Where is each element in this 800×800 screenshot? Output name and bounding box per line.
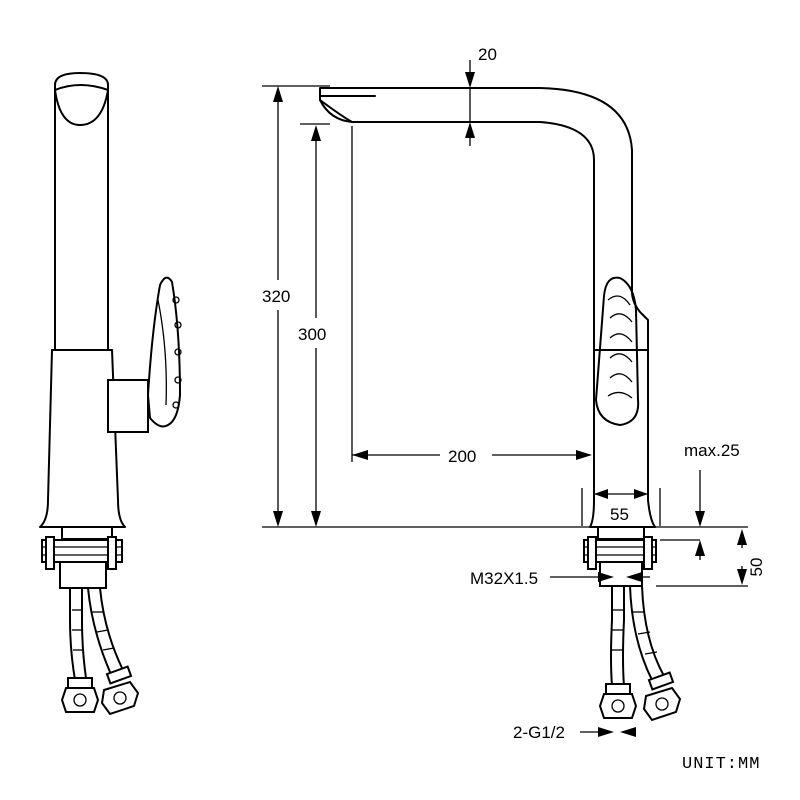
side-base-plate [61, 526, 113, 540]
dim-label-thread: M32X1.5 [470, 569, 538, 588]
dim-label-spout-height: 300 [298, 325, 326, 344]
dim-label-hose-thread: 2-G1/2 [513, 723, 565, 742]
front-base-plate [597, 526, 645, 540]
side-body-outline [39, 72, 126, 528]
unit-label: UNIT:MM [682, 755, 760, 774]
side-hose-nut-2 [100, 680, 140, 716]
dim-label-reach: 200 [448, 447, 476, 466]
front-hose-nut-2 [642, 686, 682, 722]
side-shank [59, 561, 107, 589]
dim-label-below-deck: 50 [747, 558, 766, 577]
side-cap [54, 84, 109, 126]
dim-label-base-diameter: 55 [610, 505, 629, 524]
side-handle-block [107, 379, 149, 433]
side-view [39, 72, 182, 716]
front-view [319, 87, 682, 722]
side-hose-2 [87, 587, 111, 673]
side-lever-inner [157, 299, 167, 406]
side-lever [147, 276, 181, 428]
front-handle [595, 276, 640, 426]
dim-label-total-height: 320 [262, 287, 290, 306]
dim-label-spout-thickness: 20 [478, 45, 497, 64]
front-hose-nut-1 [598, 693, 638, 719]
dimension-lines [262, 60, 748, 737]
side-hose-nut-1 [60, 687, 100, 713]
spout-tip [319, 95, 376, 123]
spout-outline [319, 87, 656, 528]
side-hose-1 [69, 587, 76, 681]
dim-label-max-deck: max.25 [684, 441, 740, 460]
